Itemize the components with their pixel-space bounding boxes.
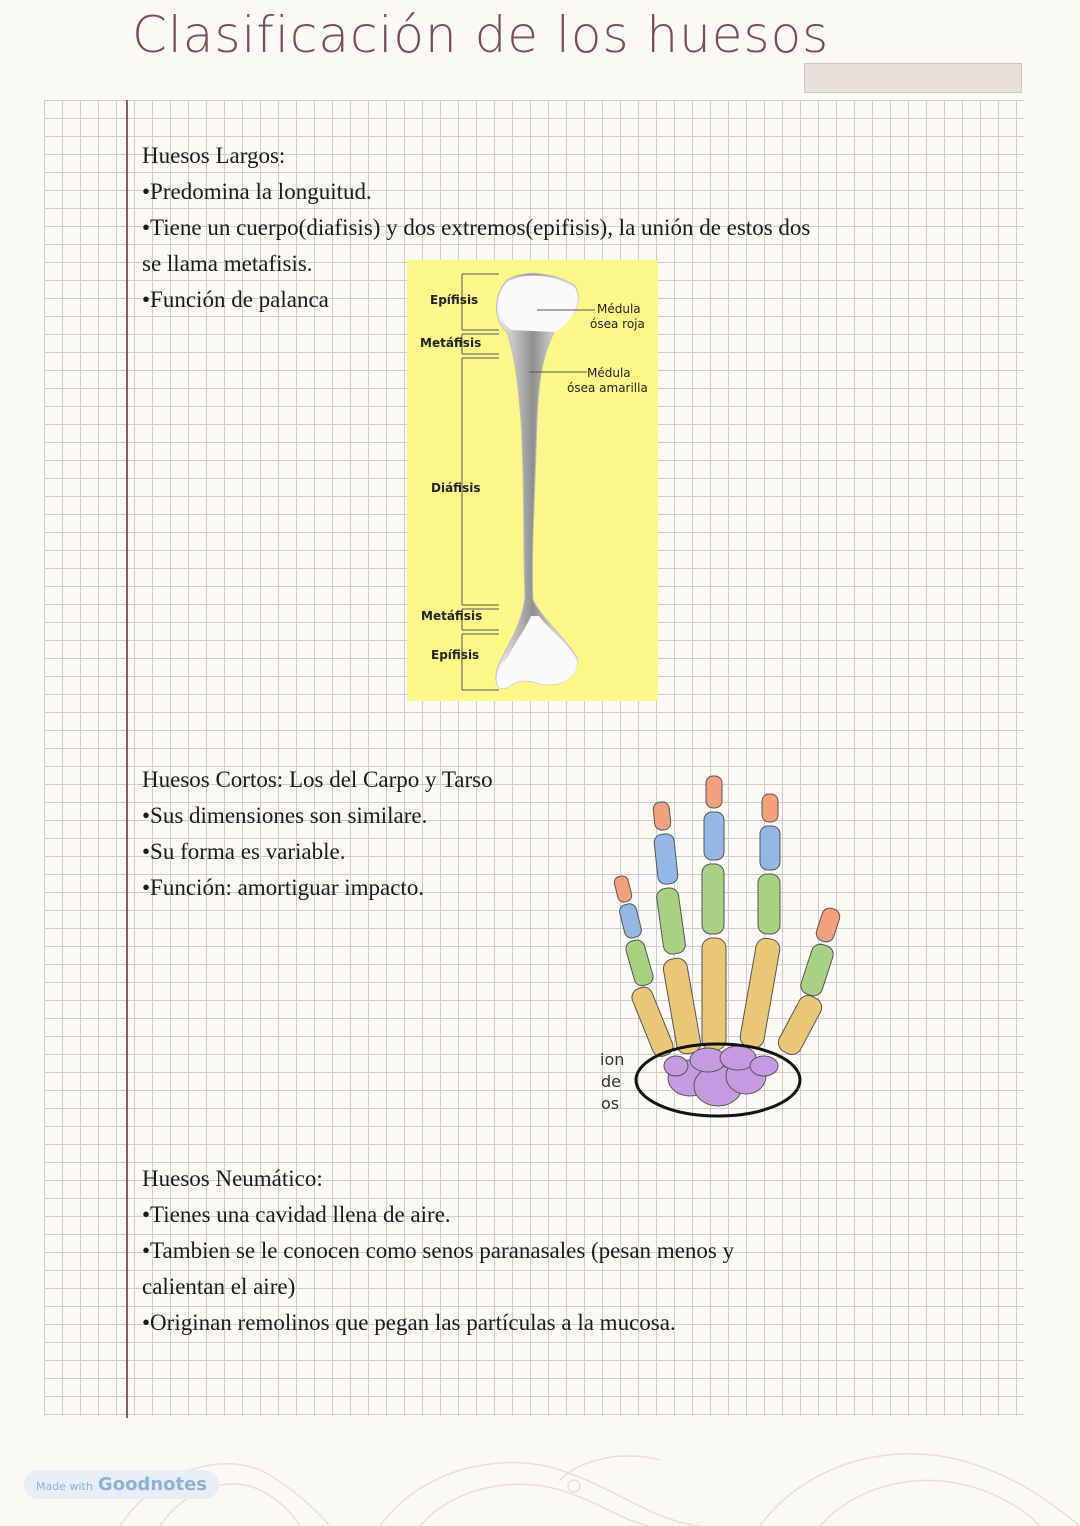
section-line: •Originan remolinos que pegan las partíc…: [142, 1310, 676, 1335]
label-epifisis-bottom: Epífisis: [431, 648, 479, 662]
carpus-circle: [634, 1042, 802, 1118]
section-line: •Tiene un cuerpo(diafisis) y dos extremo…: [142, 215, 811, 240]
section-line: •Tienes una cavidad llena de aire.: [142, 1202, 451, 1227]
margin-line: [126, 100, 128, 1418]
topographic-decoration: [119, 1453, 1080, 1526]
hand-bones-diagram: ion de os: [598, 768, 848, 1118]
label-metafisis-top: Metáfisis: [420, 336, 481, 350]
label-medula-amarilla-1: Médula: [587, 366, 631, 380]
section-line: •Tambien se le conocen como senos parana…: [142, 1238, 735, 1263]
section-huesos-largos: Huesos Largos: •Predomina la longuitud. …: [142, 138, 810, 318]
badge-small-text: Made with: [36, 1480, 93, 1493]
label-medula-roja-2: ósea roja: [590, 317, 645, 331]
section-line: •Sus dimensiones son similare.: [142, 803, 428, 828]
label-medula-amarilla-2: ósea amarilla: [567, 381, 648, 395]
section-heading: Huesos Neumático:: [142, 1166, 323, 1191]
section-line: •Función de palanca: [142, 287, 329, 312]
section-line: calientan el aire): [142, 1274, 296, 1299]
hand-label-1: ion: [600, 1050, 624, 1069]
long-bone-svg: Epífisis Metáfisis Diáfisis Metáfisis Ep…: [420, 273, 648, 691]
long-bone-diagram: Epífisis Metáfisis Diáfisis Metáfisis Ep…: [407, 260, 658, 701]
badge-brand-text: Goodnotes: [97, 1474, 208, 1495]
page-title: Clasificación de los huesos: [132, 6, 830, 64]
label-metafisis-bottom: Metáfisis: [421, 609, 482, 623]
title-decoration-box: [804, 63, 1022, 93]
section-huesos-neumaticos: Huesos Neumático: •Tienes una cavidad ll…: [142, 1161, 734, 1341]
label-diafisis: Diáfisis: [431, 481, 480, 495]
section-line: •Predomina la longuitud.: [142, 179, 372, 204]
label-epifisis-top: Epífisis: [430, 293, 478, 307]
hand-label-2: de: [601, 1072, 621, 1091]
label-medula-roja-1: Médula: [597, 302, 641, 316]
section-line: •Su forma es variable.: [142, 839, 346, 864]
section-line: se llama metafisis.: [142, 251, 313, 276]
section-line: •Función: amortiguar impacto.: [142, 875, 425, 900]
goodnotes-badge: Made with Goodnotes: [24, 1470, 220, 1499]
section-heading: Huesos Cortos: Los del Carpo y Tarso: [142, 767, 493, 792]
hand-label-3: os: [601, 1094, 619, 1113]
section-heading: Huesos Largos:: [142, 143, 286, 168]
section-huesos-cortos: Huesos Cortos: Los del Carpo y Tarso •Su…: [142, 762, 493, 906]
hand-bones-svg: ion de os: [600, 775, 841, 1118]
